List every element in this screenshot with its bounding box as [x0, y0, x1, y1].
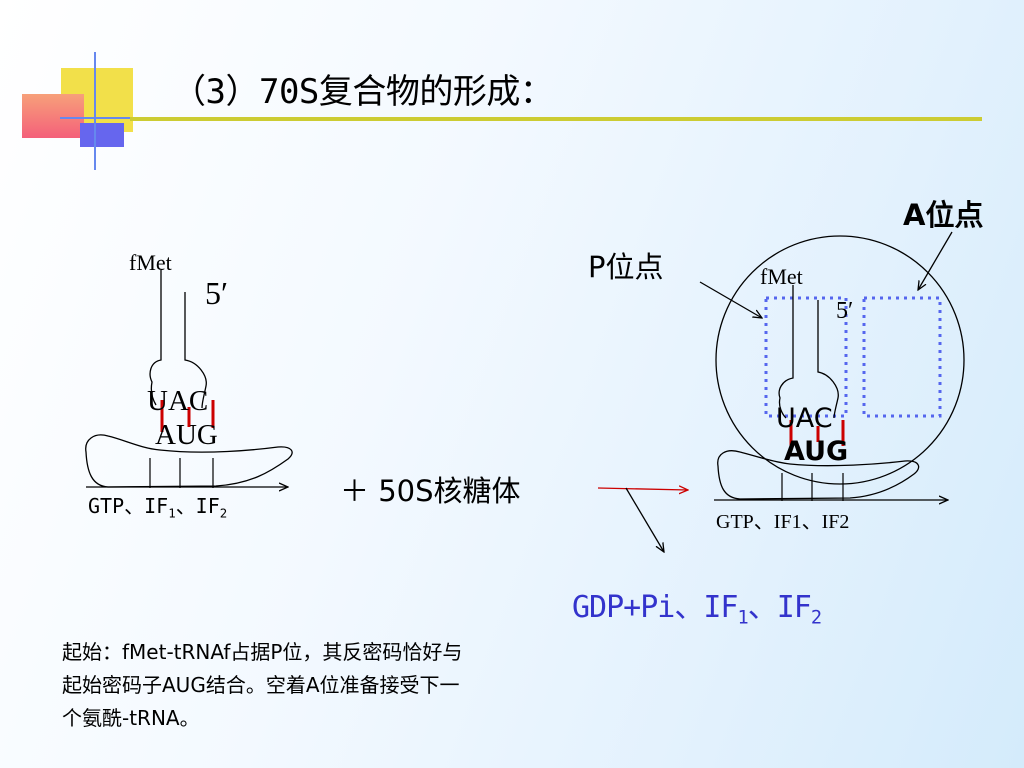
page-title: （3）70S复合物的形成： [172, 72, 554, 112]
left-trna [149, 270, 207, 409]
deco-purple-square [80, 123, 124, 147]
large-subunit-circle [715, 235, 965, 485]
right-codon: AUG [784, 436, 849, 467]
a-site-pointer [918, 231, 953, 290]
left-base-pairs [160, 400, 215, 432]
description-line-2: 起始密码子AUG结合。空着A位准备接受下一 [62, 673, 460, 697]
left-five-prime: 5′ [205, 275, 228, 311]
p-site-box [764, 296, 848, 418]
p-site-label: P位点 [588, 250, 664, 284]
left-codon: AUG [155, 419, 218, 451]
description-line-1: 起始：fMet-tRNAf占据P位，其反密码恰好与 [62, 640, 463, 664]
title-underline [130, 117, 982, 121]
right-mrna-ticks [781, 473, 844, 501]
description-line-3: 个氨酰-tRNA。 [62, 706, 200, 730]
a-site-label: A位点 [903, 198, 984, 232]
release-arrow [625, 487, 664, 552]
right-factors: GTP、IF1、IF2 [716, 511, 850, 533]
deco-vertical-line [94, 52, 96, 170]
left-anticodon: UAC [147, 385, 209, 417]
right-base-pairs [789, 420, 845, 450]
left-mrna-ticks [149, 458, 214, 488]
right-small-subunit [717, 450, 920, 500]
right-fmet-label: fMet [760, 264, 803, 289]
description-text: 起始：fMet-tRNAf占据P位，其反密码恰好与 起始密码子AUG结合。空着A… [62, 636, 572, 735]
deco-pink-square [22, 94, 84, 138]
plus-50s-label: ＋ 50S核糖体 [340, 474, 521, 508]
left-factors: GTP、IF1、IF2 [88, 494, 228, 521]
deco-horizontal-line [60, 117, 160, 119]
a-site-box [862, 296, 942, 418]
p-site-pointer [699, 281, 762, 318]
right-five-prime: 5′ [836, 298, 854, 324]
left-fmet-label: fMet [129, 250, 172, 275]
red-arrow [597, 488, 688, 490]
right-anticodon: UAC [776, 403, 833, 434]
released-products: GDP+Pi、IF1、IF2 [572, 590, 822, 629]
right-trna [778, 285, 839, 419]
left-small-subunit [85, 434, 293, 488]
